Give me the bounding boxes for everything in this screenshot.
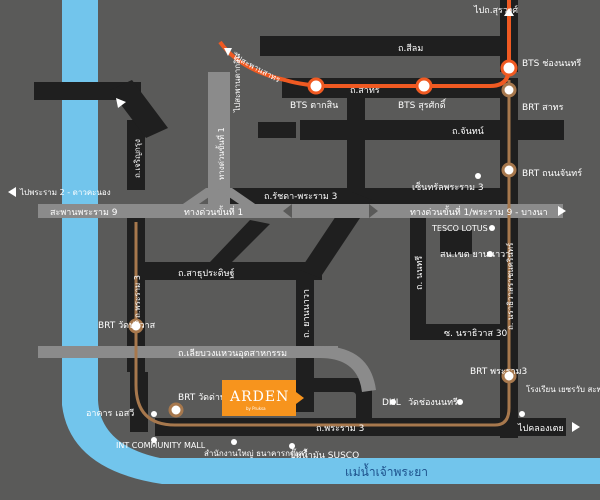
label-to-taksin-bridge: ไปสะพานตากสิน xyxy=(233,53,242,113)
landmark-dots xyxy=(151,173,525,449)
dhl-dot xyxy=(390,399,396,405)
direction-arrows xyxy=(8,8,580,432)
label-expressway-right: ทางด่วนขั้นที่ 1/พระราม 9 - บางนา xyxy=(410,205,548,218)
label-brt-thanon-chan: BRT ถนนจันทร์ xyxy=(522,167,582,179)
label-school: โรงเรียน เยซรวับ สะพานแดง xyxy=(526,384,600,394)
label-nonsi: ถ. นนทรี xyxy=(414,256,425,290)
label-brt-rama3: BRT พระราม3 xyxy=(470,367,527,377)
expressway-rama9 xyxy=(38,204,563,218)
label-brt-wat-pariwat: BRT วัดปริวาส xyxy=(98,320,156,331)
arrow-up-icon xyxy=(504,8,514,16)
bank-hq-dot xyxy=(231,439,237,445)
expressway-branch-right xyxy=(216,188,258,206)
label-asv-building: อาคาร เอสวี xyxy=(86,408,134,419)
label-brt-wat-dan: BRT วัดด่าน xyxy=(178,393,226,403)
road-chan xyxy=(300,120,564,140)
label-rachada-rama3: ถ.รัชดา-พระราม 3 xyxy=(264,192,337,202)
label-narathiwat: ถ. นราธิวาสราชนครินทร์ xyxy=(505,242,515,330)
expressway-lines xyxy=(38,72,563,392)
project-logo-sub: by Pruksa xyxy=(246,406,266,411)
expressway-arrow-right xyxy=(369,204,378,218)
arrow-right-bottom-icon xyxy=(572,422,580,432)
label-expressway-vertical: ทางด่วนขั้นที่ 1 xyxy=(215,127,226,180)
label-bts-chong-nonsi: BTS ช่องนนทรี xyxy=(522,58,581,69)
bts-surasak-marker xyxy=(415,77,433,95)
bts-taksin-marker xyxy=(307,77,325,95)
asv-dot xyxy=(151,411,157,417)
road-block-central xyxy=(440,230,472,254)
label-bts-taksin: BTS ตากสิน xyxy=(290,100,338,111)
project-logo-name: ARDEN xyxy=(229,389,289,405)
susco-dot xyxy=(289,443,295,449)
brt-line xyxy=(134,80,511,427)
label-silom: ถ.สีลม xyxy=(398,43,423,54)
project-marker-arrow xyxy=(296,392,304,404)
district-office-dot xyxy=(487,251,493,257)
expressway-stem xyxy=(208,72,230,206)
label-rama3: ถ.พระราม 3 xyxy=(316,424,364,434)
road-rama3-east xyxy=(155,418,566,436)
label-river: แม่น้ำเจ้าพระยา xyxy=(345,463,428,479)
arrow-upleft-icon xyxy=(116,98,126,108)
road-diagonal-north-west xyxy=(110,80,168,138)
label-sathorn: ถ.สาทร xyxy=(350,86,380,96)
central-rama3-dot xyxy=(475,173,481,179)
label-charoen-krung: ถ.เจริญกรุง xyxy=(133,139,142,178)
school-dot xyxy=(519,411,525,417)
station-markers xyxy=(128,59,518,418)
label-central-rama3: เซ็นทรัลพระราม 3 xyxy=(412,180,484,193)
expressway-branch-left xyxy=(180,188,222,206)
road-nonsi xyxy=(410,214,426,324)
wat-chong-nonsi-dot xyxy=(457,399,463,405)
label-rama9-bridge: สะพานพระราม 9 xyxy=(50,208,118,218)
tesco-lotus-dot xyxy=(489,225,495,231)
label-tesco-lotus: TESCO LOTUS xyxy=(431,224,488,233)
expressway-curve-south xyxy=(320,346,376,392)
label-soi-narathiwat-30: ซ. นราธิวาส 30 xyxy=(444,328,508,339)
label-bts-surasak: BTS สุรศักดิ์ xyxy=(398,98,447,111)
expressway-arrow-left xyxy=(283,204,292,218)
road-soi-narathiwat-30 xyxy=(410,324,518,340)
label-susco: ปั๊มน้ำมัน SUSCO xyxy=(290,448,359,461)
arrow-upleft-bts-icon xyxy=(224,48,232,56)
label-district-office: สน.เขต ยานนาวา xyxy=(440,250,510,260)
expressway-liap-wong-waen xyxy=(38,346,338,358)
brt-wat-dan-marker xyxy=(168,402,184,418)
label-wat-chong-nonsi: วัดช่องนนทรี xyxy=(408,397,458,408)
label-dhl: DHL xyxy=(382,398,401,408)
community-mall-dot xyxy=(151,437,157,443)
brt-thanon-chan-marker xyxy=(501,162,517,178)
label-rama3-west: ถ.พระราม 3 xyxy=(133,275,142,318)
brt-sathorn-marker xyxy=(501,82,517,98)
road-charoen-krung-west xyxy=(127,120,145,190)
label-to-khlong-toei: ไปคลองเตย xyxy=(517,423,564,434)
arrow-left-icon xyxy=(8,187,16,197)
arrow-right-icon xyxy=(558,206,566,216)
label-chan: ถ.จันทน์ xyxy=(452,125,484,137)
brt-wat-pariwat-marker xyxy=(128,318,144,334)
brt-rama3-marker xyxy=(501,368,517,384)
label-brt-sathorn: BRT สาทร xyxy=(522,103,564,113)
label-expressway-1: ทางด่วนขั้นที่ 1 xyxy=(184,205,243,218)
label-to-rama2: ไปพระราม 2 - ดาวคะนอง xyxy=(19,188,111,197)
road-liap-wong-waen-curve xyxy=(314,378,372,420)
road-yan-nawa xyxy=(296,272,314,412)
road-chan-stub-left xyxy=(258,122,296,138)
label-to-surawong: ไปถ.สุรวงศ์ xyxy=(473,4,518,16)
road-diagonal-southwest xyxy=(210,220,270,262)
label-liap-wong-waen: ถ.เลียบวงแหวนอุตสาหกรรม xyxy=(178,348,287,359)
bts-chong-nonsi-marker xyxy=(500,59,518,77)
label-bank-hq: สำนักงานใหญ่ ธนาคารกรุงศรี xyxy=(204,449,308,458)
road-connector-vertical xyxy=(347,98,365,198)
label-yan-nawa: ถ. ยานนาวา xyxy=(302,289,312,338)
label-community-mall: INT COMMUNITY MALL xyxy=(116,441,206,450)
road-silom xyxy=(260,36,516,56)
label-sathupradit: ถ.สาธุประดิษฐ์ xyxy=(178,267,235,279)
road-sathupradit xyxy=(144,262,322,280)
road-rachada-rama3 xyxy=(228,188,518,204)
project-logo-box xyxy=(222,380,296,416)
